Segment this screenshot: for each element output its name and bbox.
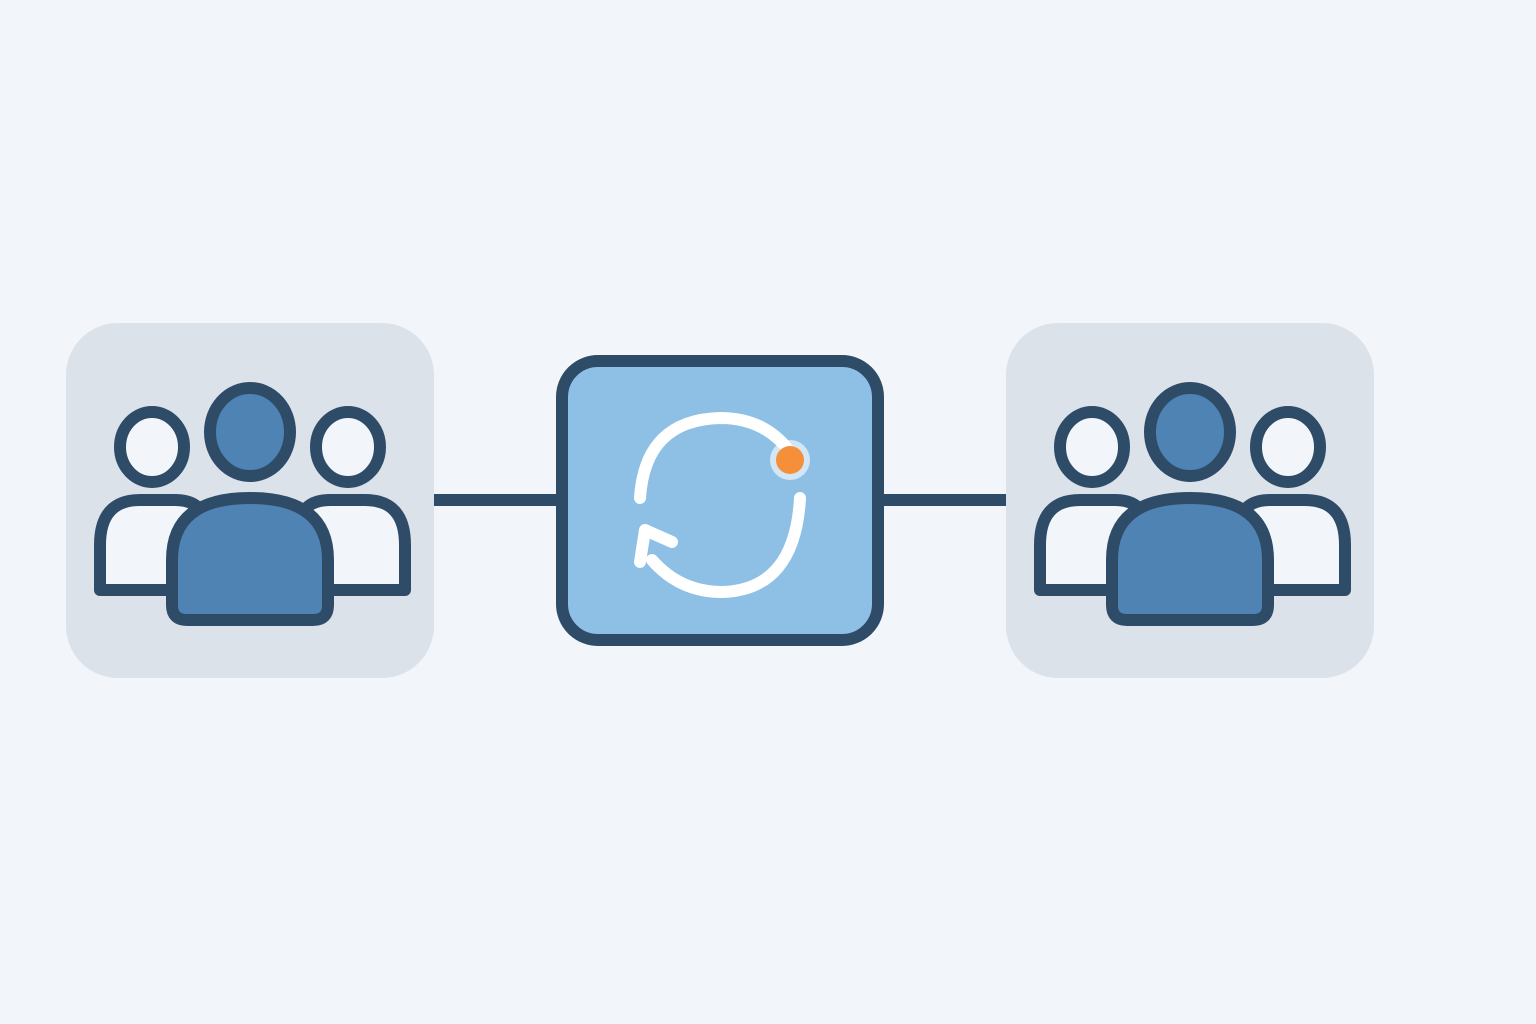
user-group-icon: [94, 382, 411, 626]
sync-icon: [634, 411, 810, 599]
sync-box: [556, 355, 884, 646]
status-dot: [776, 446, 804, 474]
sync-node: [556, 355, 884, 646]
group-node-right: [1006, 323, 1374, 678]
group-node-left: [66, 323, 434, 678]
user-group-icon: [1034, 382, 1351, 626]
